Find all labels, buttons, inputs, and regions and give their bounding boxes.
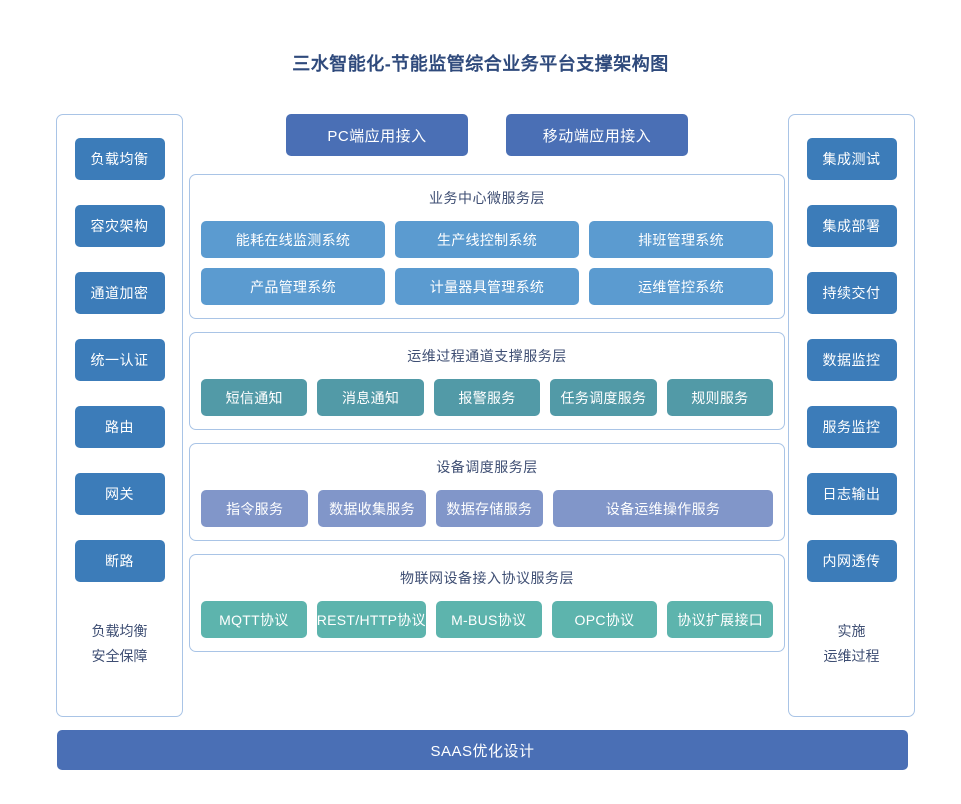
page-title: 三水智能化-节能监管综合业务平台支撑架构图	[292, 54, 669, 74]
sidebar-item-dr-architecture[interactable]: 容灾架构	[74, 205, 165, 247]
layer-device-scheduling: 设备调度服务层 指令服务 数据收集服务 数据存储服务 设备运维操作服务	[189, 443, 785, 541]
left-sidebar-footer: 负载均衡 安全保障	[92, 619, 148, 669]
access-buttons-row: PC端应用接入 移动端应用接入	[189, 114, 785, 156]
mobile-access-button[interactable]: 移动端应用接入	[506, 114, 688, 156]
layer-iot-protocol: 物联网设备接入协议服务层 MQTT协议 REST/HTTP协议 M-BUS协议 …	[189, 554, 785, 652]
node-task-scheduling-service[interactable]: 任务调度服务	[550, 379, 657, 416]
node-ops-control[interactable]: 运维管控系统	[589, 268, 773, 305]
node-message-notification[interactable]: 消息通知	[317, 379, 424, 416]
node-command-service[interactable]: 指令服务	[201, 490, 309, 527]
sidebar-item-channel-encryption[interactable]: 通道加密	[74, 272, 165, 314]
left-sidebar-panel: 负载均衡 容灾架构 通道加密 统一认证 路由 网关 断路 负载均衡 安全保障	[56, 114, 183, 717]
sidebar-item-gateway[interactable]: 网关	[74, 473, 165, 515]
sidebar-item-integration-test[interactable]: 集成测试	[806, 138, 897, 180]
node-data-collection-service[interactable]: 数据收集服务	[318, 490, 426, 527]
node-alarm-service[interactable]: 报警服务	[433, 379, 541, 416]
pc-access-button[interactable]: PC端应用接入	[286, 114, 468, 156]
node-energy-monitoring[interactable]: 能耗在线监测系统	[201, 221, 385, 258]
layer-row: MQTT协议 REST/HTTP协议 M-BUS协议 OPC协议 协议扩展接口	[201, 601, 774, 638]
sidebar-item-log-output[interactable]: 日志输出	[806, 473, 897, 515]
sidebar-item-unified-auth[interactable]: 统一认证	[74, 339, 165, 381]
layer-business-microservice: 业务中心微服务层 能耗在线监测系统 生产线控制系统 排班管理系统 产品管理系统 …	[189, 174, 785, 319]
center-column: PC端应用接入 移动端应用接入 业务中心微服务层 能耗在线监测系统 生产线控制系…	[189, 114, 785, 717]
layer-row: 能耗在线监测系统 生产线控制系统 排班管理系统	[201, 221, 773, 258]
layer-row: 短信通知 消息通知 报警服务 任务调度服务 规则服务	[201, 379, 774, 416]
layer-row: 产品管理系统 计量器具管理系统 运维管控系统	[201, 268, 773, 305]
layer-title-ops-channel: 运维过程通道支撑服务层	[407, 348, 567, 364]
node-production-line-control[interactable]: 生产线控制系统	[395, 221, 579, 258]
left-sidebar-footer-line1: 负载均衡	[91, 623, 148, 639]
sidebar-item-routing[interactable]: 路由	[74, 406, 165, 448]
node-sms-notification[interactable]: 短信通知	[201, 379, 308, 416]
node-protocol-extension-interface[interactable]: 协议扩展接口	[667, 601, 774, 638]
node-metering-instrument-management[interactable]: 计量器具管理系统	[395, 268, 579, 305]
sidebar-item-continuous-delivery[interactable]: 持续交付	[806, 272, 897, 314]
sidebar-item-circuit-breaker[interactable]: 断路	[74, 540, 165, 582]
node-opc-protocol[interactable]: OPC协议	[551, 601, 658, 638]
right-sidebar-panel: 集成测试 集成部署 持续交付 数据监控 服务监控 日志输出 内网透传 实施 运维…	[788, 114, 915, 717]
sidebar-item-data-monitoring[interactable]: 数据监控	[806, 339, 897, 381]
layer-title-business: 业务中心微服务层	[429, 190, 545, 206]
node-data-storage-service[interactable]: 数据存储服务	[435, 490, 543, 527]
right-sidebar-footer: 实施 运维过程	[824, 619, 880, 669]
layer-title-iot-protocol: 物联网设备接入协议服务层	[400, 570, 574, 586]
layer-row: 指令服务 数据收集服务 数据存储服务 设备运维操作服务	[201, 490, 773, 527]
right-sidebar-footer-line1: 实施	[837, 623, 866, 639]
node-mqtt-protocol[interactable]: MQTT协议	[201, 601, 307, 638]
node-shift-management[interactable]: 排班管理系统	[589, 221, 773, 258]
node-rest-http-protocol[interactable]: REST/HTTP协议	[316, 601, 426, 638]
layer-ops-channel-support: 运维过程通道支撑服务层 短信通知 消息通知 报警服务 任务调度服务 规则服务	[189, 332, 785, 430]
node-mbus-protocol[interactable]: M-BUS协议	[435, 601, 542, 638]
sidebar-item-service-monitoring[interactable]: 服务监控	[806, 406, 897, 448]
left-sidebar-footer-line2: 安全保障	[91, 648, 148, 664]
node-rule-service[interactable]: 规则服务	[666, 379, 774, 416]
sidebar-item-intranet-tunnel[interactable]: 内网透传	[806, 540, 897, 582]
sidebar-item-load-balance[interactable]: 负载均衡	[74, 138, 165, 180]
bottom-saas-bar: SAAS优化设计	[57, 730, 908, 770]
sidebar-item-integration-deploy[interactable]: 集成部署	[806, 205, 897, 247]
node-device-ops-service[interactable]: 设备运维操作服务	[552, 490, 773, 527]
layer-title-device-scheduling: 设备调度服务层	[436, 459, 538, 475]
right-sidebar-footer-line2: 运维过程	[823, 648, 880, 664]
node-product-management[interactable]: 产品管理系统	[201, 268, 385, 305]
